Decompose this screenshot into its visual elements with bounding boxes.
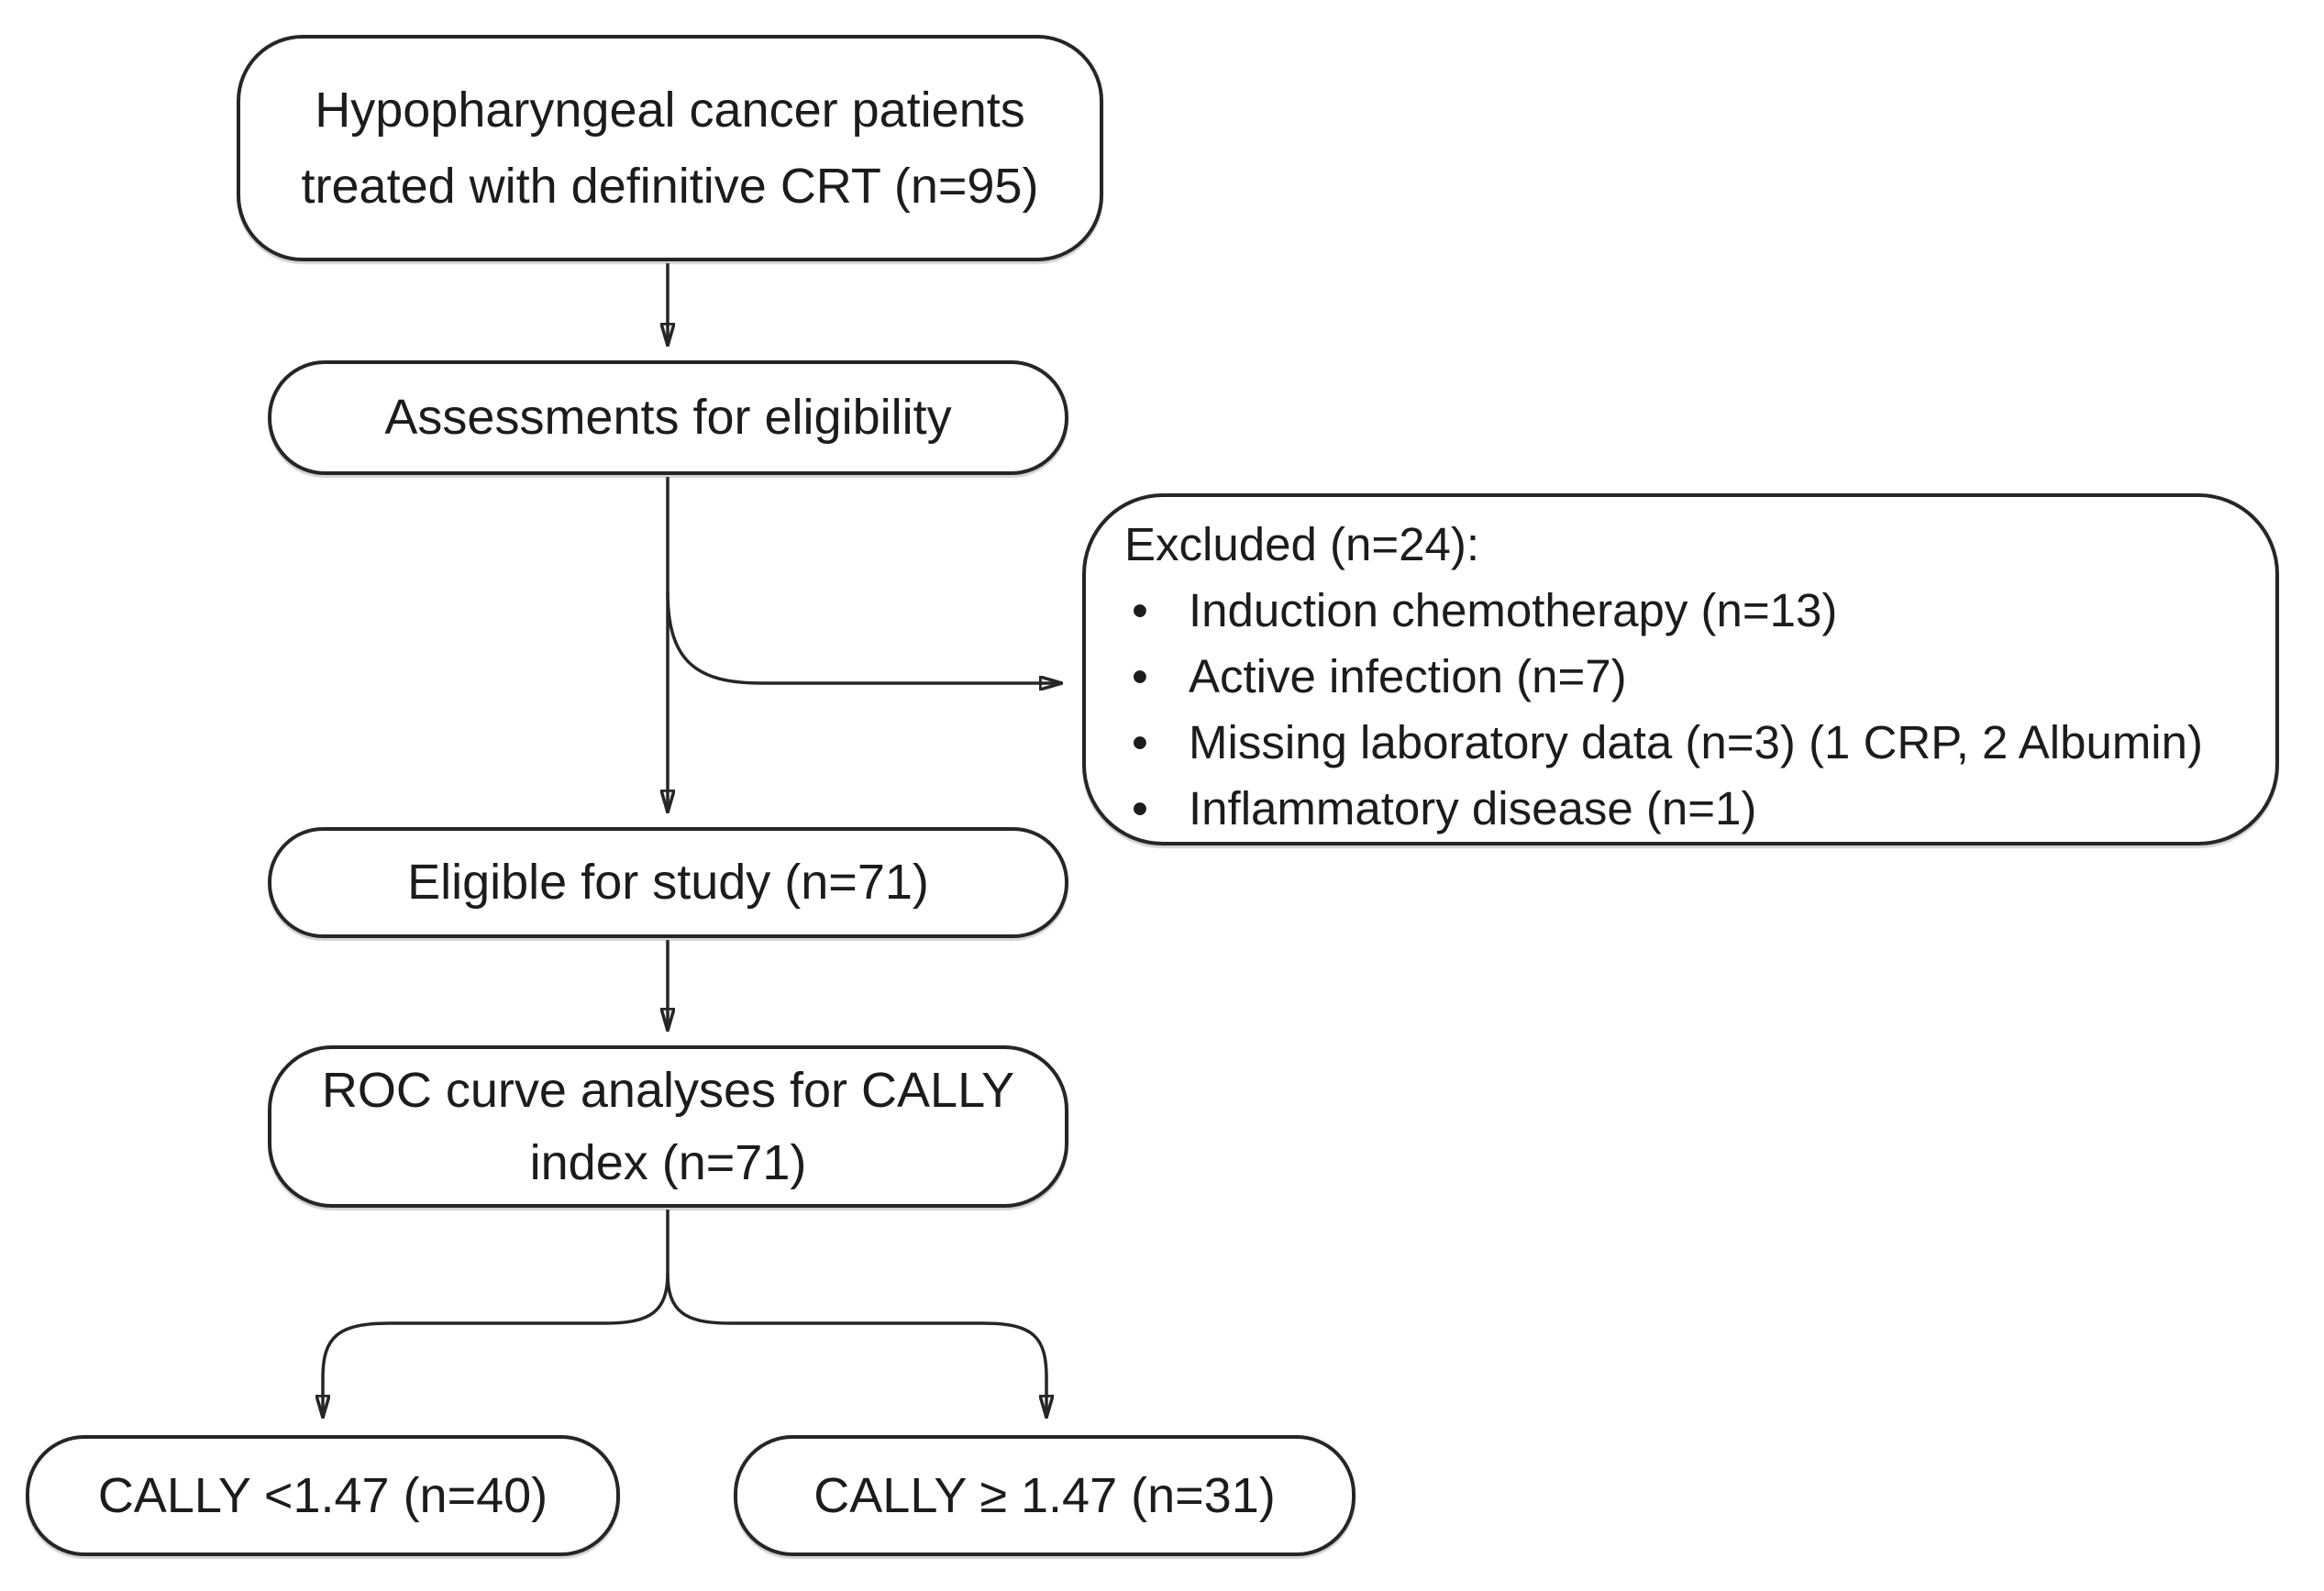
node-eligible-label: Eligible for study (n=71)	[407, 855, 929, 911]
node-roc-line2: index (n=71)	[529, 1134, 807, 1190]
connector-split-right	[666, 1272, 1046, 1418]
node-excluded: Excluded (n=24): Induction chemotherapy …	[1082, 493, 2279, 845]
node-cally-low: CALLY <1.47 (n=40)	[26, 1435, 620, 1556]
node-cally-high-label: CALLY ≥ 1.47 (n=31)	[813, 1467, 1276, 1523]
node-cally-low-label: CALLY <1.47 (n=40)	[97, 1467, 548, 1523]
excluded-item: Induction chemotherapy (n=13)	[1124, 578, 2203, 644]
node-cally-high: CALLY ≥ 1.47 (n=31)	[734, 1435, 1356, 1556]
excluded-title: Excluded (n=24):	[1124, 518, 1479, 570]
excluded-item: Missing laboratory data (n=3) (1 CRP, 2 …	[1124, 710, 2203, 776]
node-patients-line2: treated with definitive CRT (n=95)	[301, 158, 1039, 214]
excluded-list: Induction chemotherapy (n=13) Active inf…	[1124, 578, 2203, 842]
node-patients: Hypopharyngeal cancer patients treated w…	[237, 35, 1103, 261]
excluded-item: Inflammatory disease (n=1)	[1124, 776, 2203, 842]
excluded-item: Active infection (n=7)	[1124, 644, 2203, 710]
node-patients-line1: Hypopharyngeal cancer patients	[315, 83, 1025, 138]
node-roc: ROC curve analyses for CALLY index (n=71…	[268, 1045, 1068, 1208]
connector-excluded-branch	[666, 591, 1062, 683]
node-eligible: Eligible for study (n=71)	[268, 827, 1068, 938]
node-roc-line1: ROC curve analyses for CALLY	[321, 1063, 1015, 1119]
connector-split-left	[323, 1210, 670, 1418]
node-assessments-label: Assessments for eligibility	[384, 390, 952, 446]
node-assessments: Assessments for eligibility	[268, 360, 1068, 475]
